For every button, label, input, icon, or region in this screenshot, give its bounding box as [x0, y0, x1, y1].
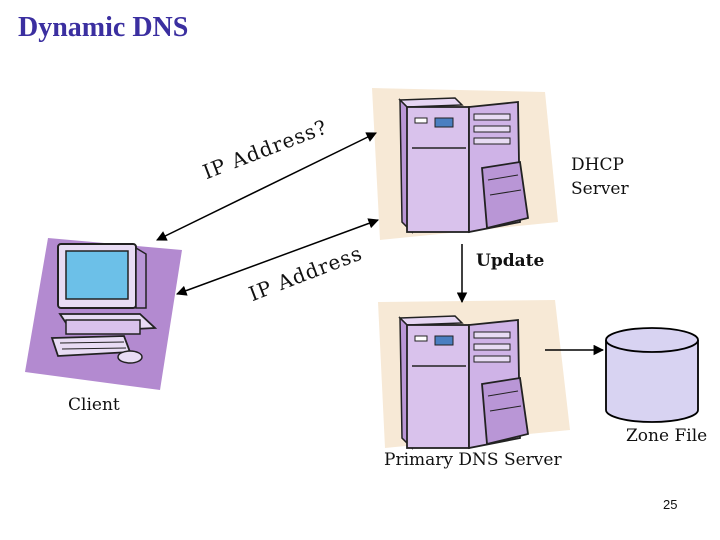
update-label: Update	[476, 251, 545, 271]
ip-address-arrow	[176, 218, 379, 296]
page-title: Dynamic DNS	[18, 12, 189, 43]
slide-number: 25	[663, 497, 678, 512]
zone-file-database-icon	[605, 327, 699, 423]
primary-dns-server-label: Primary DNS Server	[384, 450, 562, 470]
server-label: Server	[571, 179, 629, 199]
dhcp-label: DHCP	[571, 155, 624, 175]
zone-file-label: Zone File	[626, 426, 708, 446]
client-label: Client	[68, 395, 120, 415]
primary-dns-server-icon	[378, 300, 570, 450]
dhcp-server-icon	[372, 88, 558, 240]
client-computer-icon	[25, 238, 182, 390]
